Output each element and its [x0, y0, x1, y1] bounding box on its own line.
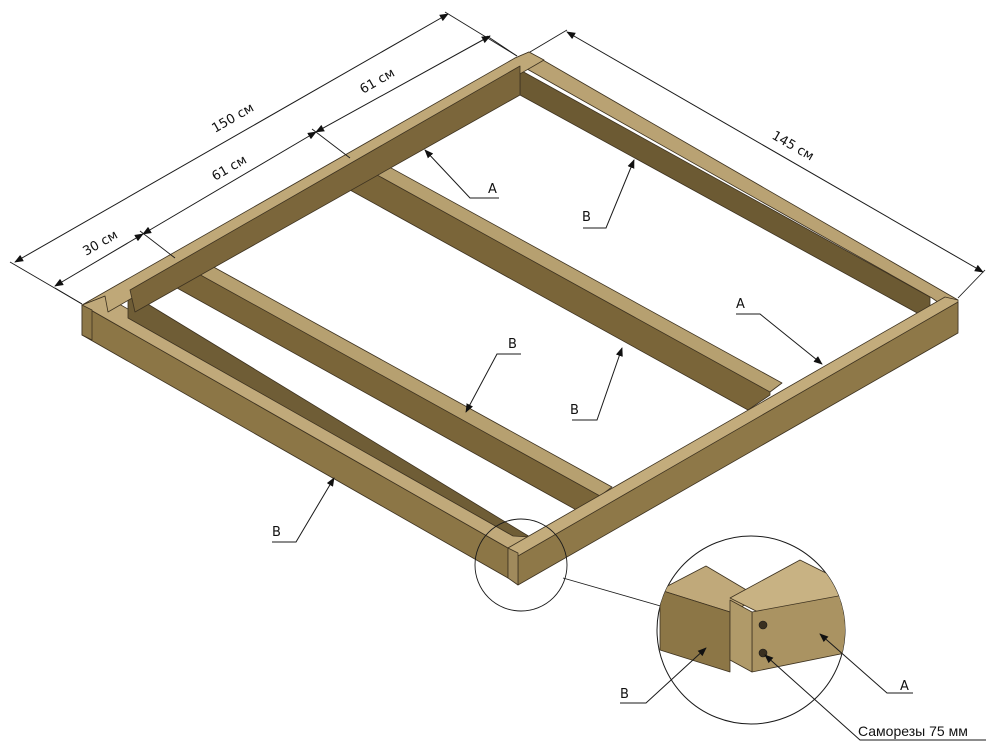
back-rail-outer-face	[81, 304, 93, 341]
label-right-side: B	[582, 210, 591, 225]
front-rail-end	[507, 547, 519, 586]
detail-source-circle	[474, 518, 568, 612]
dim-total-length: 150 см	[210, 101, 257, 137]
screw-note: Саморезы 75 мм	[858, 723, 968, 739]
label-mid-joist-left: B	[508, 337, 517, 352]
label-detail-side: B	[620, 687, 629, 702]
detail-corner-joint	[659, 559, 845, 673]
label-left-side: B	[272, 525, 281, 540]
label-detail-front: A	[900, 679, 909, 694]
dim-segment-61-back: 61 см	[358, 66, 398, 98]
detail-callout: B A Саморезы 75 мм	[474, 518, 986, 741]
front-rail-top	[507, 296, 959, 561]
label-front-rail: A	[736, 297, 745, 312]
left-side-beam-inner-face	[127, 291, 531, 538]
label-mid-joist-right: B	[570, 403, 579, 418]
dim-segment-61-mid: 61 см	[210, 153, 250, 185]
right-side-beam-top	[514, 51, 959, 308]
dim-side-length: 145 см	[769, 128, 816, 164]
label-back-rail: A	[488, 182, 497, 197]
dim-segment-30: 30 см	[81, 228, 121, 260]
part-callouts: A B A B B B	[272, 149, 823, 543]
